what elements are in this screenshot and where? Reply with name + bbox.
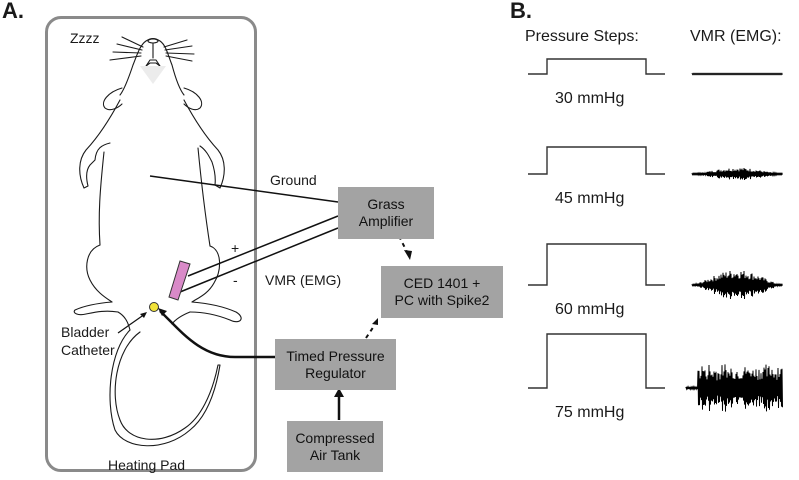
ground-label: Ground bbox=[270, 172, 317, 188]
emg-trace bbox=[691, 72, 783, 76]
tank-line2: Air Tank bbox=[309, 446, 361, 463]
rat-ear-left bbox=[103, 87, 123, 111]
pressure-step-label: 60 mmHg bbox=[555, 301, 625, 318]
catheter-label-1: Bladder bbox=[61, 324, 110, 340]
pressure-step-trace bbox=[528, 146, 665, 175]
whiskers bbox=[109, 36, 195, 62]
catheter-label-2: Catheter bbox=[61, 342, 115, 358]
emg-wire-minus bbox=[179, 227, 339, 293]
emg-trace bbox=[691, 270, 783, 300]
rat-throat bbox=[140, 66, 166, 84]
grass-amplifier-box: Grass Amplifier bbox=[338, 187, 434, 239]
emg-trace bbox=[691, 168, 783, 180]
emg-trace bbox=[685, 364, 783, 412]
pressure-step-trace bbox=[528, 243, 665, 286]
amplifier-line1: Grass bbox=[367, 196, 405, 212]
minus-label: - bbox=[233, 272, 238, 288]
plus-label: + bbox=[231, 240, 240, 256]
regulator-to-ced-arrow bbox=[365, 318, 378, 339]
pressure-steps-header: Pressure Steps: bbox=[525, 28, 639, 45]
rat-illustration bbox=[73, 36, 242, 447]
pressure-regulator-box: Timed Pressure Regulator bbox=[275, 339, 396, 390]
air-tank-box: Compressed Air Tank bbox=[287, 421, 383, 472]
tank-to-regulator-arrow bbox=[334, 388, 344, 420]
emg-electrode bbox=[168, 260, 191, 301]
vmr-header: VMR (EMG): bbox=[690, 28, 782, 45]
ced-line2: PC with Spike2 bbox=[394, 292, 490, 308]
bladder-catheter bbox=[149, 302, 159, 312]
vmr-label: VMR (EMG) bbox=[265, 272, 342, 288]
pressure-step-label: 30 mmHg bbox=[555, 90, 625, 107]
sleep-text: Zzzz bbox=[70, 30, 100, 46]
heating-pad-label: Heating Pad bbox=[108, 457, 186, 473]
ced-line1: CED 1401 + bbox=[403, 275, 481, 291]
ground-wire bbox=[149, 175, 339, 203]
panel-b-label: B. bbox=[510, 0, 532, 23]
regulator-line2: Regulator bbox=[305, 364, 366, 381]
catheter-tube bbox=[159, 310, 275, 359]
panel-a-label: A. bbox=[2, 0, 24, 23]
tank-line1: Compressed bbox=[295, 429, 375, 446]
regulator-line1: Timed Pressure bbox=[286, 347, 385, 364]
emg-wire-plus bbox=[187, 215, 339, 277]
amplifier-line2: Amplifier bbox=[358, 213, 414, 229]
pressure-step-trace bbox=[528, 58, 665, 75]
pressure-step-label: 45 mmHg bbox=[555, 190, 625, 207]
rat-tail bbox=[109, 329, 221, 447]
pressure-step-trace bbox=[528, 333, 665, 389]
heating-pad bbox=[45, 16, 257, 472]
ced-box: CED 1401 + PC with Spike2 bbox=[381, 266, 503, 318]
pressure-step-label: 75 mmHg bbox=[555, 404, 625, 421]
